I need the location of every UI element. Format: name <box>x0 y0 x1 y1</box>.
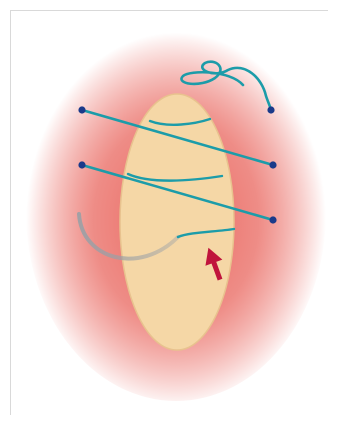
stitch-end-dot-1 <box>78 106 85 113</box>
stitch-end-dot-3 <box>269 161 276 168</box>
stitch-end-dot-2 <box>78 161 85 168</box>
wound <box>120 94 234 350</box>
stitch-end-dot-5 <box>267 106 274 113</box>
stitch-end-dot-4 <box>269 216 276 223</box>
